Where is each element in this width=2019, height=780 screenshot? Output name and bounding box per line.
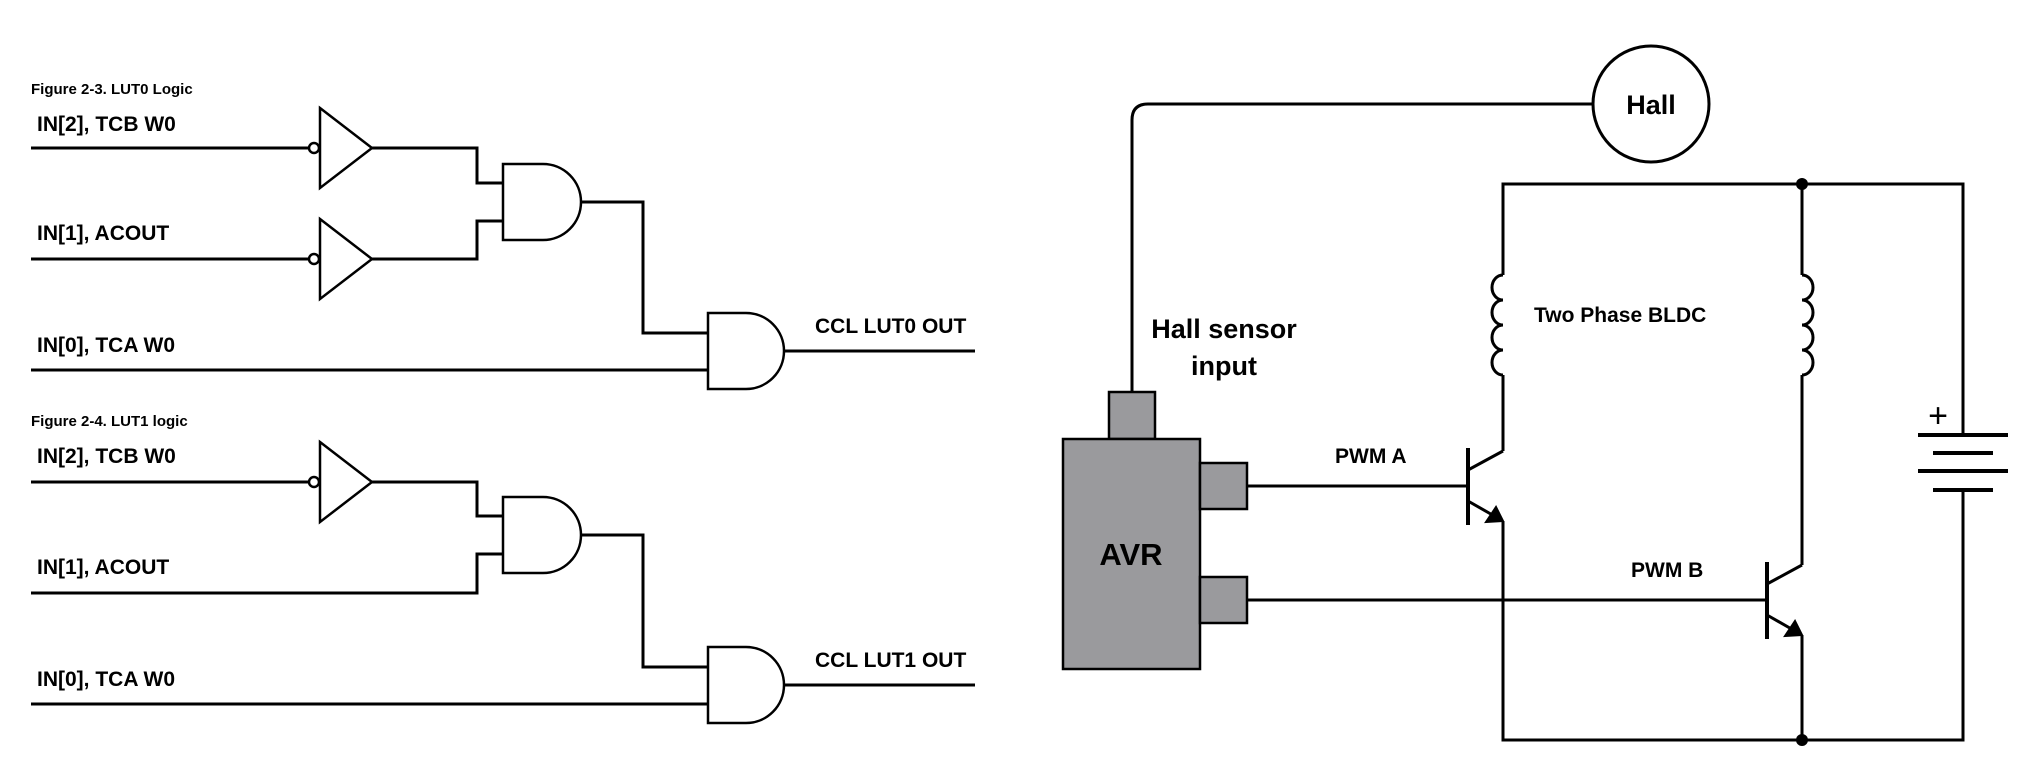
lut0-in0-label: IN[0], TCA W0 [37,334,175,357]
lut0-and1-out-wire [581,200,708,335]
avr-microcontroller: AVR [1061,390,1249,671]
lut1-and-gate-2 [706,645,786,725]
phase-b-coil [1801,273,1815,377]
avr-hall-pin [1107,390,1157,441]
top-rail-wire [1501,182,1965,435]
hall-input-label-line1: Hall sensor [1151,314,1297,344]
lut1-out-label: CCL LUT1 OUT [815,649,966,672]
lut0-inverter-in2 [307,105,375,191]
lut1-and-gate-1 [501,495,583,575]
lut0-and-gate-1 [501,162,583,242]
pwm-a-label: PWM A [1335,445,1407,468]
lut1-and1-out-wire [581,533,708,669]
junction-bottom [1796,734,1808,746]
lut0-and-gate-2 [706,311,786,391]
avr-pwm-a-pin [1198,461,1249,511]
lut1-in0-label: IN[0], TCA W0 [37,668,175,691]
lut0-inv2-out-wire [372,146,503,185]
motor-label: Two Phase BLDC [1534,304,1706,327]
lut1-inverter-in2 [307,439,375,525]
lut1-logic-figure: Figure 2-4. LUT1 logic IN[2], TCB W0 IN[… [31,413,975,725]
figure-2-4-caption: Figure 2-4. LUT1 logic [31,413,188,430]
transistor-b [1765,562,1804,639]
lut1-inv2-out-wire [372,480,503,518]
figure-2-3-caption: Figure 2-3. LUT0 Logic [31,81,193,98]
lut1-in2-label: IN[2], TCB W0 [37,445,176,468]
avr-chip-body [1061,437,1202,671]
lut0-inv1-out-wire [372,219,503,261]
lut0-inverter-in1 [307,216,375,302]
junction-top [1796,178,1808,190]
motor-drive-schematic: Hall Hall sensor input AVR PWM A PWM B [1061,44,2008,746]
lut0-in1-label: IN[1], ACOUT [37,222,169,245]
lut0-out-label: CCL LUT0 OUT [815,315,966,338]
battery-plus-label: + [1928,397,1948,435]
avr-pwm-b-pin [1198,575,1249,625]
lut0-logic-figure: Figure 2-3. LUT0 Logic IN[2], TCB W0 IN[… [31,81,975,391]
lut1-in1-wire [31,552,503,595]
hall-input-label-line2: input [1191,351,1257,381]
hall-sensor-label: Hall [1626,90,1676,120]
pwm-b-label: PWM B [1631,559,1703,582]
phase-a-coil [1490,273,1504,377]
hall-signal-wire [1130,102,1593,392]
battery-symbol [1918,433,2008,492]
transistor-a [1466,448,1505,525]
lut1-in1-label: IN[1], ACOUT [37,556,169,579]
bottom-rail-wire [1501,490,1965,742]
avr-label: AVR [1099,537,1162,572]
lut0-in2-label: IN[2], TCB W0 [37,113,176,136]
